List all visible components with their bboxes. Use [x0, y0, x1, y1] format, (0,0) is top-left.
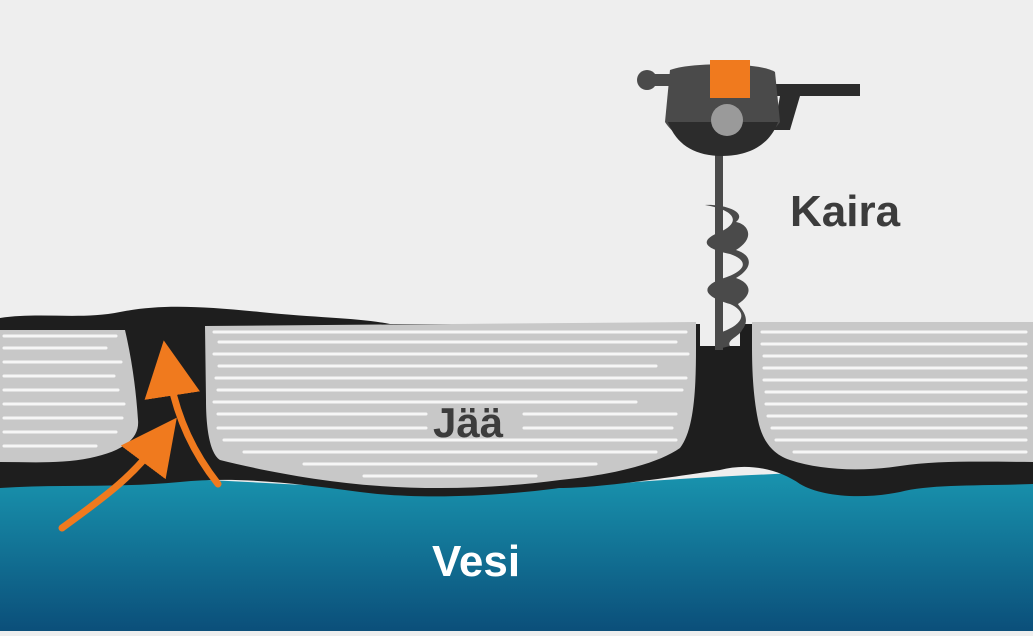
auger-spiral	[705, 204, 749, 348]
ice-block-middle	[205, 322, 696, 488]
drilled-hole	[690, 346, 756, 443]
ice-auger-icon	[637, 60, 860, 156]
auger-label: Kaira	[790, 187, 901, 236]
ice-label: Jää	[433, 399, 504, 446]
water-body	[0, 468, 1033, 631]
flow-arrow-icon	[58, 340, 222, 532]
ice-streaks	[2, 330, 1028, 478]
ice-block-left	[0, 330, 139, 463]
water-label: Vesi	[432, 537, 521, 586]
ice-block-right	[752, 322, 1033, 470]
